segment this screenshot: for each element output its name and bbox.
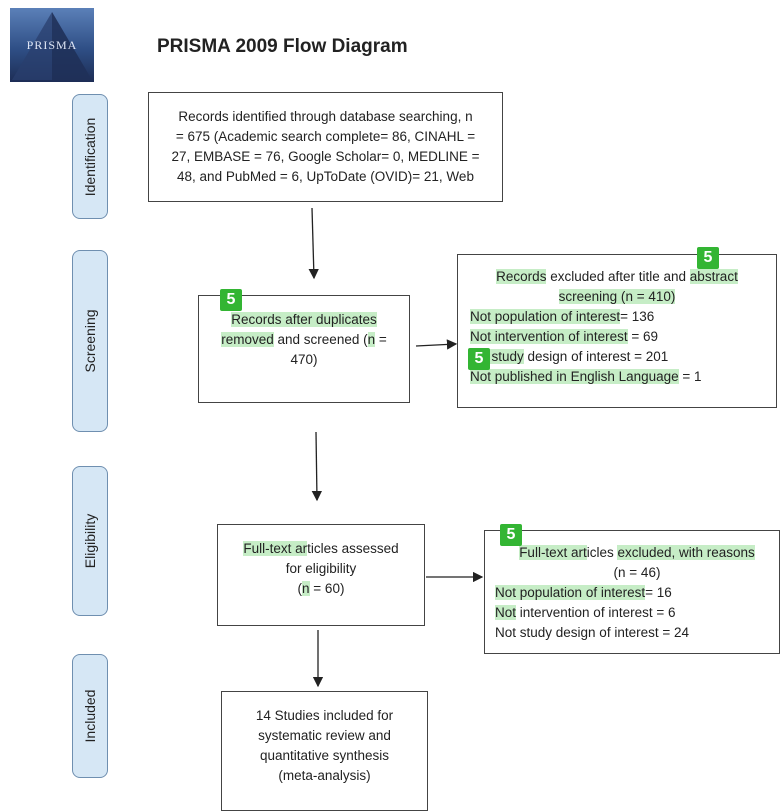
fulltext-articles: Full-text ar (243, 541, 308, 556)
excluded-population-count: = 136 (620, 309, 655, 324)
excluded-after-title: excluded after title and (546, 269, 690, 284)
identification-line: 27, EMBASE = 76, Google Scholar= 0, MEDL… (171, 149, 480, 164)
annotation-badge: 5 (500, 524, 522, 546)
screened-count: 470) (290, 352, 318, 367)
included-line: (meta-analysis) (278, 768, 371, 783)
excluded-abstract: abstract (689, 269, 738, 284)
included-line: 14 Studies included for (255, 708, 394, 723)
ft-excluded-population-count: = 16 (645, 585, 672, 600)
fulltext-n: n (302, 581, 310, 596)
ft-excluded-population: Not population of interest (495, 585, 646, 600)
excluded-n: n (625, 289, 633, 304)
fulltext-paren: ( (297, 581, 303, 596)
fulltext-excluded-box: Full-text articles excluded, with reason… (484, 530, 780, 654)
screened-box: Records after duplicates removed and scr… (198, 295, 410, 403)
fulltext-assessed: ticles assessed (307, 541, 399, 556)
excluded-population: Not population of interest (470, 309, 621, 324)
screened-and: and screened ( (273, 332, 368, 347)
identification-box: Records identified through database sear… (148, 92, 503, 202)
excluded-intervention-count: = 69 (627, 329, 658, 344)
annotation-badge: 5 (468, 348, 490, 370)
fulltext-eligibility: for eligibility (285, 561, 357, 576)
annotation-badge: 5 (220, 289, 242, 311)
annotation-badge: 5 (697, 247, 719, 269)
included-line: quantitative synthesis (259, 748, 390, 763)
included-line: systematic review and (258, 728, 391, 743)
ft-excluded-count: (n = 46) (613, 565, 661, 580)
logo-triangle-graphic (12, 12, 92, 80)
excluded-study: t study (484, 349, 524, 364)
stage-screening: Screening (72, 250, 108, 432)
ft-excluded-reasons: excluded, with reasons (617, 545, 755, 560)
ft-excluded-articles: Full-text art (519, 545, 587, 560)
arrow-screened-to-excluded (415, 339, 458, 350)
screened-line-1: Records after duplicates (231, 312, 377, 327)
fulltext-count: = 60) (309, 581, 345, 596)
screened-eq: = (375, 332, 387, 347)
ft-excluded-study: Not study design of interest = 24 (495, 625, 689, 640)
screened-removed: removed (221, 332, 274, 347)
included-box: 14 Studies included for systematic revie… (221, 691, 428, 811)
excluded-count: = 410) (632, 289, 676, 304)
stage-included: Included (72, 654, 108, 778)
stage-identification: Identification (72, 94, 108, 219)
identification-line: = 675 (Academic search complete= 86, CIN… (175, 129, 476, 144)
ft-excluded-intervention: intervention of interest = 6 (516, 605, 676, 620)
excluded-language: Not published in English Language (470, 369, 679, 384)
screened-n: n (367, 332, 376, 347)
excluded-box: Records excluded after title and abstrac… (457, 254, 777, 408)
prisma-logo: PRISMA (10, 8, 94, 82)
ft-excluded-icles: icles (586, 545, 618, 560)
identification-line: Records identified through database sear… (178, 109, 473, 124)
stage-eligibility: Eligibility (72, 466, 108, 616)
excluded-study-count: design of interest = 201 (523, 349, 669, 364)
excluded-records: Records (496, 269, 547, 284)
excluded-intervention: Not intervention of interest (470, 329, 628, 344)
diagram-title: PRISMA 2009 Flow Diagram (157, 36, 408, 57)
excluded-language-count: = 1 (678, 369, 702, 384)
fulltext-box: Full-text articles assessed for eligibil… (217, 524, 425, 626)
excluded-screening: screening ( (558, 289, 626, 304)
identification-line: 48, and PubMed = 6, UpToDate (OVID)= 21,… (177, 169, 474, 184)
logo-text: PRISMA (26, 38, 78, 52)
arrow-screening-to-eligibility (311, 431, 323, 502)
ft-excluded-not: Not (495, 605, 517, 620)
arrow-identification-to-screening (308, 207, 319, 280)
